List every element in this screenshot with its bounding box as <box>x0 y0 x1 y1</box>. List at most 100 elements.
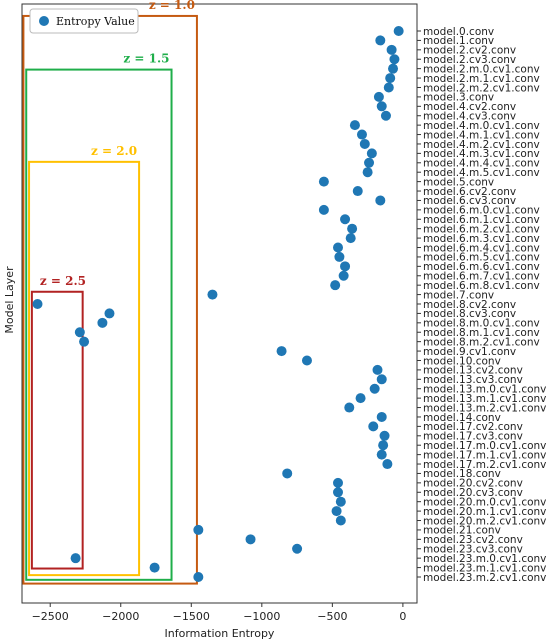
data-point <box>333 242 343 253</box>
legend-label: Entropy Value <box>56 15 135 28</box>
data-point <box>355 393 366 404</box>
data-point <box>79 336 90 347</box>
plot-frame <box>21 3 418 604</box>
x-tick-label: −2000 <box>102 610 139 623</box>
data-point <box>334 251 345 262</box>
data-point <box>376 374 387 385</box>
y-tick-label: model.13.m.2.cv1.conv <box>423 402 546 414</box>
data-point <box>373 91 384 102</box>
data-point <box>193 572 204 582</box>
y-tick-label: model.2.m.1.cv1.conv <box>423 73 540 85</box>
y-tick-label: model.18.conv <box>423 468 501 480</box>
y-tick-label: model.20.m.0.cv1.conv <box>423 496 546 508</box>
threshold-label-4: z = 2.5 <box>40 274 86 288</box>
y-tick-label: model.21.conv <box>423 525 501 537</box>
data-point <box>338 270 349 281</box>
x-tick-label: −2500 <box>32 610 69 623</box>
data-point <box>318 204 329 215</box>
threshold-label-2: z = 1.5 <box>123 52 169 66</box>
data-point <box>104 308 115 319</box>
y-tick-label: model.6.cv3.conv <box>423 195 516 207</box>
y-tick-label: model.23.m.2.cv1.conv <box>423 572 546 584</box>
data-point <box>335 515 346 526</box>
data-point <box>340 214 351 225</box>
y-tick-label: model.5.conv <box>423 176 494 188</box>
y-tick-label: model.20.cv2.conv <box>423 478 523 490</box>
data-point <box>335 496 346 507</box>
data-point <box>375 35 386 46</box>
y-tick-label: model.8.m.0.cv1.conv <box>423 318 540 330</box>
y-tick-label: model.2.cv2.conv <box>423 45 516 57</box>
data-point <box>301 355 312 366</box>
y-tick-label: model.6.m.2.cv1.conv <box>423 223 540 235</box>
legend-marker <box>39 16 49 26</box>
y-tick-label: model.4.m.3.cv1.conv <box>423 148 540 160</box>
y-tick-label: model.23.cv3.conv <box>423 544 523 556</box>
y-tick-label: model.3.conv <box>423 92 494 104</box>
data-point <box>276 346 287 357</box>
data-point <box>388 63 399 74</box>
y-tick-label: model.6.m.4.cv1.conv <box>423 242 540 254</box>
data-point <box>369 383 380 394</box>
y-tick-label: model.4.m.0.cv1.conv <box>423 120 540 132</box>
data-point <box>292 543 303 554</box>
data-point <box>32 299 43 309</box>
data-point <box>333 477 343 488</box>
data-point <box>70 553 81 564</box>
data-point <box>340 261 351 272</box>
y-tick-label: model.4.m.1.cv1.conv <box>423 129 540 141</box>
y-tick-label: model.0.conv <box>423 26 494 38</box>
y-tick-label: model.20.m.1.cv1.conv <box>423 506 546 518</box>
y-tick-label: model.10.conv <box>423 355 501 367</box>
data-point <box>366 148 377 159</box>
data-point <box>97 317 108 328</box>
data-point <box>333 487 343 498</box>
data-point <box>372 364 383 375</box>
y-tick-label: model.6.m.8.cv1.conv <box>423 280 540 292</box>
data-point <box>349 120 360 131</box>
y-tick-label: model.9.cv1.conv <box>423 346 516 358</box>
x-tick-label: −1500 <box>173 610 210 623</box>
data-point <box>376 411 387 422</box>
y-tick-label: model.17.m.1.cv1.conv <box>423 449 546 461</box>
y-tick-label: model.17.m.0.cv1.conv <box>423 440 546 452</box>
data-point <box>193 524 204 535</box>
data-point <box>74 327 85 338</box>
threshold-box-2 <box>25 68 173 581</box>
y-tick-label: model.4.cv3.conv <box>423 111 516 123</box>
data-point <box>379 430 390 441</box>
y-tick-label: model.17.cv3.conv <box>423 431 523 443</box>
y-tick-label: model.6.m.1.cv1.conv <box>423 214 540 226</box>
data-point <box>389 54 400 65</box>
data-point <box>378 440 389 451</box>
y-tick-label: model.4.m.2.cv1.conv <box>423 139 540 151</box>
data-point <box>347 223 358 234</box>
threshold-label-1: z = 1.0 <box>149 0 195 12</box>
y-axis-title: Model Layer <box>3 266 16 334</box>
y-tick-label: model.6.cv2.conv <box>423 186 516 198</box>
y-tick-label: model.6.m.6.cv1.conv <box>423 261 540 273</box>
data-point <box>359 138 370 149</box>
y-tick-label: model.1.conv <box>423 35 494 47</box>
y-tick-label: model.13.cv2.conv <box>423 365 523 377</box>
data-point <box>331 506 342 517</box>
data-point <box>383 82 394 93</box>
y-tick-label: model.2.m.2.cv1.conv <box>423 82 540 94</box>
y-tick-label: model.8.cv2.conv <box>423 299 516 311</box>
data-point <box>362 167 373 178</box>
x-tick-label: 0 <box>399 610 406 623</box>
y-tick-label: model.13.m.0.cv1.conv <box>423 384 546 396</box>
data-point <box>330 280 341 291</box>
data-point <box>207 289 218 300</box>
y-tick-label: model.13.cv3.conv <box>423 374 523 386</box>
data-point <box>380 110 391 121</box>
data-point <box>352 186 363 197</box>
y-tick-label: model.6.m.7.cv1.conv <box>423 271 540 283</box>
data-point <box>356 129 367 140</box>
y-tick-label: model.20.m.2.cv1.conv <box>423 515 546 527</box>
data-point <box>245 534 256 545</box>
data-point <box>386 44 397 55</box>
y-tick-label: model.6.m.0.cv1.conv <box>423 205 540 217</box>
legend-box <box>29 8 139 34</box>
